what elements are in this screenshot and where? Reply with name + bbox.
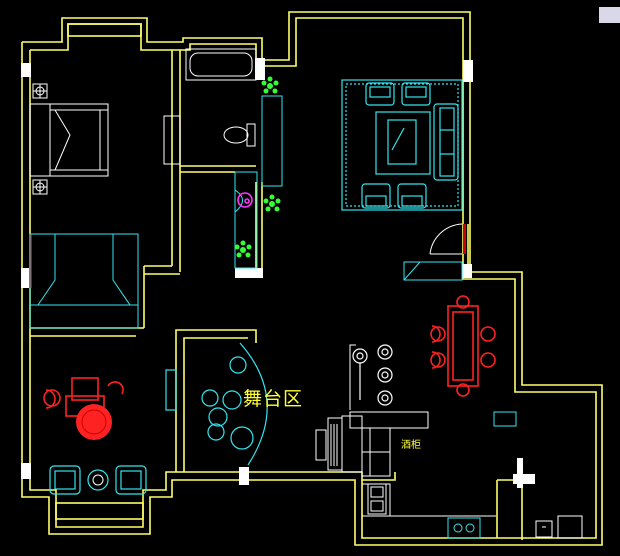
potted-plant-icon xyxy=(234,76,281,258)
bathroom-vanity xyxy=(163,115,181,165)
sink-icon xyxy=(367,483,387,515)
dining-counter xyxy=(493,411,517,427)
stage-platform xyxy=(165,342,268,466)
piano-icon xyxy=(315,415,391,477)
wine-cabinet-label: 酒柜 xyxy=(401,440,421,451)
wardrobe-icon xyxy=(29,233,139,329)
armchair-icons xyxy=(49,465,147,495)
dining-table-icon xyxy=(430,295,496,397)
sofa-icon xyxy=(341,79,463,211)
corridor-cabinet xyxy=(234,95,283,269)
nightstand-lamp-icons xyxy=(32,83,48,195)
toilet-icon xyxy=(223,123,256,147)
bathtub-icon xyxy=(185,48,257,81)
walls xyxy=(21,11,603,546)
shoe-cabinet xyxy=(403,261,463,281)
lamp-icon xyxy=(92,474,104,486)
wall-openings xyxy=(21,58,535,488)
stove-icon xyxy=(447,517,481,539)
appliance-icons xyxy=(535,515,583,539)
round-rug xyxy=(76,404,112,440)
bed-icon xyxy=(29,103,109,177)
bar-stools xyxy=(352,344,393,406)
stage-area-label: 舞台区 xyxy=(243,388,304,410)
sink-round-icon xyxy=(237,192,253,208)
corner-swatch xyxy=(599,7,620,23)
door-swing-icon xyxy=(429,223,463,255)
